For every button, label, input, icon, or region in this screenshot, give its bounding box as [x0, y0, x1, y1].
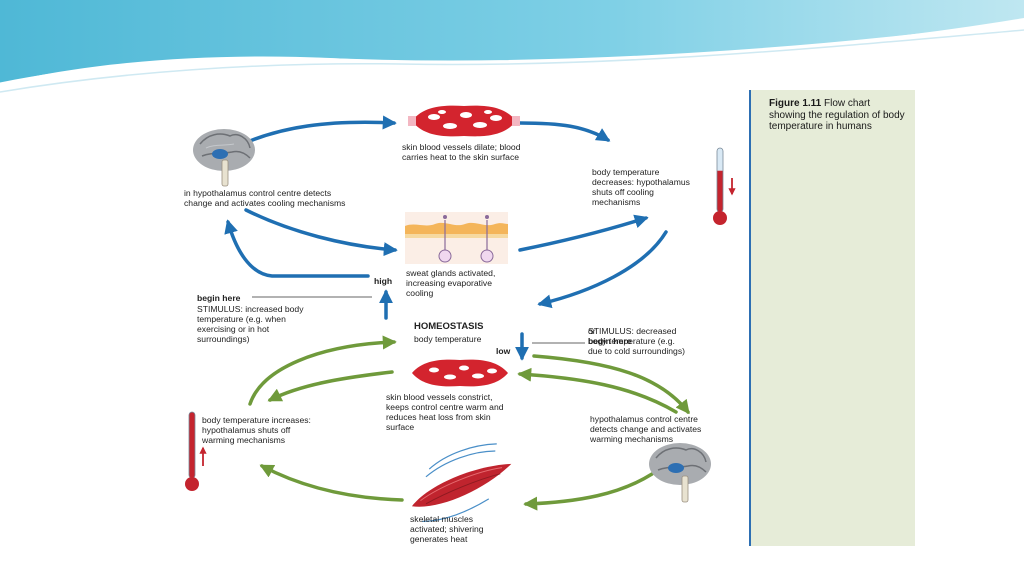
thermometer-icon	[185, 411, 199, 491]
caption-text: Flow chart showing the regulation of bod…	[769, 98, 905, 132]
label-vessels-dilate: skin blood vessels dilate; blood carries…	[402, 142, 521, 162]
arrow-constrict-to-thermometer	[267, 370, 394, 402]
arrow-thermometer-to-homeostasis-warm	[248, 335, 397, 406]
arrow-brain-to-muscle	[523, 472, 654, 511]
blood-vessel-icon	[412, 359, 508, 387]
label-hypothalamus-cooling: in hypothalamus control centre detects c…	[184, 188, 346, 208]
label-begin-here-2: begin here	[588, 336, 632, 346]
label-low: low	[496, 346, 511, 356]
label-hypothalamus-warming: hypothalamus control centre detects chan…	[590, 414, 702, 444]
arrow-brain-to-sweat	[244, 208, 398, 257]
label-temp-decreases: body temperature decreases: hypothalamus…	[592, 167, 690, 207]
arrow-vessels-to-thermometer	[518, 121, 611, 142]
arrow-thermometer-to-homeostasis	[537, 230, 668, 309]
arrow-brain-to-constrict	[517, 367, 678, 414]
blood-vessel-icon	[408, 105, 520, 137]
warming-arrows	[248, 335, 690, 511]
caption-panel: Figure 1.11 Flow chart showing the regul…	[749, 90, 915, 546]
cooling-arrows	[224, 115, 668, 361]
label-skeletal-muscles: skeletal muscles activated; shivering ge…	[410, 514, 484, 544]
label-begin-here-1: begin here	[197, 293, 241, 303]
label-or: or	[588, 326, 596, 336]
thermometer-icon	[713, 147, 727, 225]
label-stimulus-increased: STIMULUS: increased body temperature (e.…	[197, 304, 304, 344]
label-homeostasis: HOMEOSTASIS	[414, 321, 484, 332]
muscle-icon	[411, 443, 512, 523]
arrow-sweat-to-thermometer	[518, 214, 649, 252]
brain-icon	[649, 443, 711, 503]
label-stimulus-decreased: STIMULUS: decreased body temperature (e.…	[588, 326, 685, 356]
brain-icon	[193, 129, 255, 187]
label-or-begin-here: or begin here	[588, 316, 631, 346]
figure-caption: Figure 1.11 Flow chart showing the regul…	[769, 98, 909, 133]
arrow-muscle-to-thermometer	[259, 464, 404, 502]
label-body-temperature: body temperature	[414, 334, 482, 344]
arrow-brain-to-vessels	[234, 115, 397, 149]
header-wave-decoration	[0, 0, 1024, 93]
label-sweat-glands: sweat glands activated, increasing evapo…	[406, 268, 496, 298]
skin-section-icon	[405, 212, 508, 264]
label-vessels-constrict: skin blood vessels constrict, keeps cont…	[386, 392, 504, 432]
arrow-high-to-brain	[224, 219, 370, 278]
label-temp-increases: body temperature increases: hypothalamus…	[202, 415, 311, 445]
label-high: high	[374, 276, 393, 286]
arrow-low-to-brain	[532, 354, 690, 415]
figure-label: Figure 1.11	[769, 98, 822, 109]
